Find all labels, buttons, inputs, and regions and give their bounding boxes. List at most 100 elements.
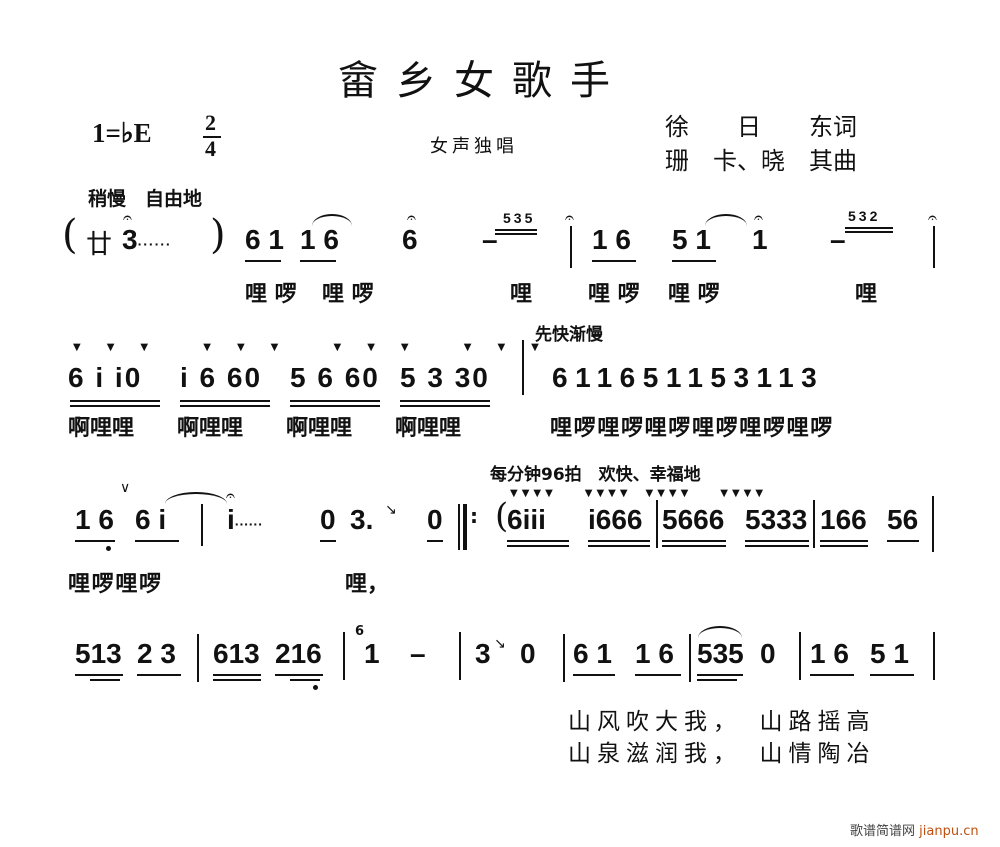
barline bbox=[813, 500, 815, 548]
fermata-icon: 𝄐 bbox=[565, 208, 574, 227]
note-0: 0 bbox=[427, 504, 443, 535]
lyric: 哩 啰 bbox=[322, 282, 374, 307]
note-group: 5 6 60 bbox=[290, 362, 380, 393]
lyricist-credit: 徐 日 东词 bbox=[665, 113, 857, 141]
underline bbox=[887, 540, 919, 542]
underline bbox=[592, 260, 636, 262]
double-underline bbox=[70, 400, 160, 402]
double-underline bbox=[745, 540, 809, 542]
lyric: 啊哩哩 bbox=[395, 416, 462, 441]
time-signature-top: 2 bbox=[205, 110, 216, 135]
composer-credit: 珊 卡、晓 其曲 bbox=[665, 147, 857, 175]
fermata-icon: 𝄐 bbox=[928, 208, 937, 227]
note-group: 535 bbox=[697, 638, 744, 669]
barline bbox=[656, 500, 658, 548]
double-underline bbox=[697, 679, 737, 681]
double-underline bbox=[400, 400, 490, 402]
open-paren: ( bbox=[495, 496, 509, 536]
note-group: 5 1 bbox=[672, 224, 711, 255]
underline bbox=[427, 540, 443, 542]
watermark: 歌谱简谱网 jianpu.cn bbox=[850, 820, 979, 839]
score-line-4: 513 2 3 613 216 6 1 – 3 ↘ 0 6 1 1 6 535 … bbox=[0, 620, 1000, 770]
lyric: 哩 啰 哩 啰 bbox=[68, 572, 161, 597]
open-paren: ( bbox=[62, 212, 78, 258]
double-underline bbox=[662, 545, 726, 547]
double-underline bbox=[75, 674, 123, 676]
underline bbox=[300, 260, 336, 262]
double-underline bbox=[697, 674, 743, 676]
dash: – bbox=[830, 224, 846, 255]
note-0: 0 bbox=[760, 638, 776, 669]
underline bbox=[635, 674, 681, 676]
key-signature: 1=♭E bbox=[92, 118, 152, 148]
double-underline bbox=[507, 545, 569, 547]
lyric: 哩， bbox=[345, 572, 390, 597]
barline bbox=[933, 226, 935, 268]
grace-beam bbox=[845, 231, 893, 233]
grace-beam bbox=[495, 229, 537, 231]
score-line-2: ▼▼▼ ▼▼▼ ▼▼▼ ▼▼▼ 6 i i0 i 6 60 5 6 60 5 3… bbox=[0, 340, 1000, 441]
double-underline bbox=[400, 405, 490, 407]
barline bbox=[933, 632, 935, 680]
watermark-text: 歌谱简谱网 bbox=[850, 824, 916, 839]
double-underline bbox=[588, 545, 650, 547]
note-group: 6iii bbox=[507, 504, 546, 535]
barline bbox=[343, 632, 345, 680]
note-group: 2 3 bbox=[137, 638, 176, 669]
grace-note: 6 bbox=[355, 624, 365, 639]
fermata-icon: 𝄐 bbox=[754, 208, 763, 227]
double-underline bbox=[90, 679, 120, 681]
free-time-mark: 廿 bbox=[86, 230, 113, 260]
tempo-intro: 稍慢 自由地 bbox=[88, 188, 203, 210]
lyric: 哩 啰 bbox=[588, 282, 640, 307]
double-underline bbox=[213, 674, 261, 676]
grace-beam bbox=[495, 233, 537, 235]
note-group: 6 1 bbox=[245, 224, 284, 255]
note-i-held: i······ bbox=[227, 504, 263, 535]
low-octave-dot bbox=[106, 546, 111, 551]
double-underline bbox=[290, 400, 380, 402]
slur bbox=[698, 626, 742, 638]
close-paren: ) bbox=[210, 212, 226, 258]
barline bbox=[689, 634, 691, 682]
double-underline bbox=[290, 679, 320, 681]
lyric-verse-2: 山泉滋润我， 山情陶冶 bbox=[568, 741, 876, 767]
lyric: 啊哩哩 bbox=[68, 416, 135, 441]
slur bbox=[705, 214, 747, 226]
note-group: 1 6 bbox=[75, 504, 114, 535]
note-0: 0 bbox=[320, 504, 336, 535]
glide-mark: ↘ bbox=[494, 636, 506, 652]
grace-beam bbox=[845, 227, 893, 229]
double-underline bbox=[507, 540, 569, 542]
underline bbox=[75, 540, 115, 542]
underline bbox=[810, 674, 854, 676]
note-group: 1 6 bbox=[810, 638, 849, 669]
note-group: 5333 bbox=[745, 504, 808, 535]
grace-notes: 535 bbox=[503, 210, 536, 226]
underline bbox=[870, 674, 914, 676]
low-octave-dot bbox=[313, 685, 318, 690]
note-3-held: 3······ bbox=[122, 224, 172, 255]
double-underline bbox=[745, 545, 809, 547]
underline bbox=[573, 674, 615, 676]
score-line-3: ∨ 1 6 6 i 𝄐 i······ 0 3. ↘ 0 : ▼▼▼▼ ▼▼▼▼… bbox=[0, 480, 1000, 600]
tempo-line-3: 每分钟96拍 欢快、幸福地 bbox=[490, 465, 701, 485]
barline bbox=[201, 504, 203, 546]
note-group: 166 bbox=[820, 504, 867, 535]
double-underline bbox=[213, 679, 261, 681]
time-signature-line bbox=[203, 136, 221, 138]
double-underline bbox=[70, 405, 160, 407]
note-group: 56 bbox=[887, 504, 919, 535]
breath-mark: ∨ bbox=[120, 480, 131, 496]
slur bbox=[165, 492, 227, 504]
lyric: 哩 bbox=[855, 282, 878, 307]
dash: – bbox=[410, 638, 426, 669]
dash: – bbox=[482, 224, 498, 255]
barline bbox=[932, 496, 934, 552]
note-group: 6 1 bbox=[573, 638, 612, 669]
accent-marks: ▼▼▼▼ ▼▼▼▼ ▼▼▼▼ ▼▼▼▼ bbox=[510, 488, 768, 499]
note-6: 6 bbox=[402, 224, 418, 255]
double-underline bbox=[275, 674, 323, 676]
barline bbox=[563, 634, 565, 682]
note-group: 6 i bbox=[135, 504, 167, 535]
